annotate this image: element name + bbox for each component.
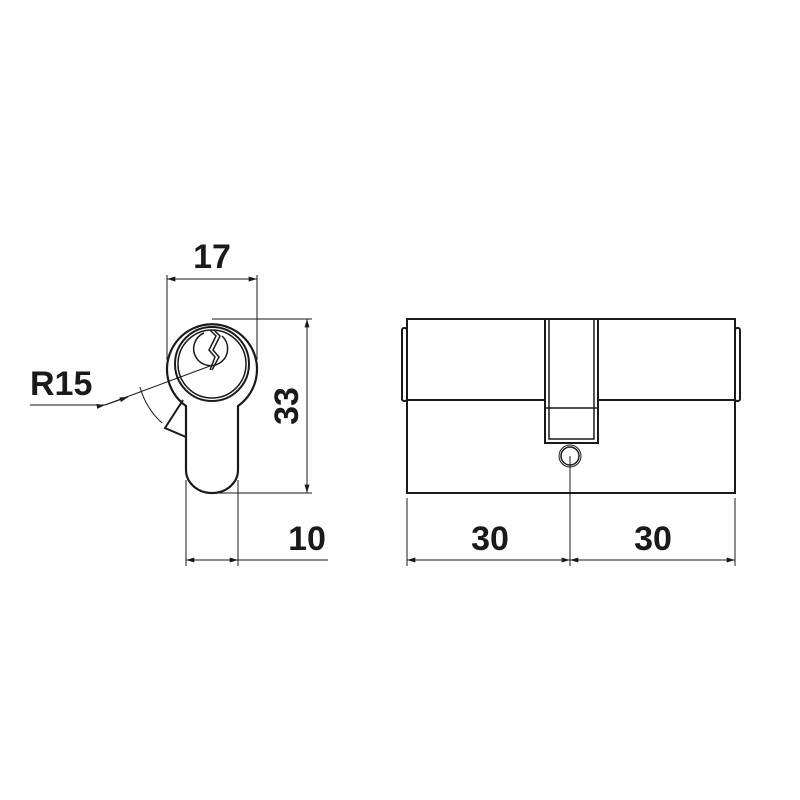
cylinder-profile	[163, 323, 259, 495]
cylinder-front-view	[401, 318, 741, 494]
dimension-width: 17	[166, 238, 258, 360]
cam-slot	[544, 318, 599, 444]
dimension-lengths: 30 30	[406, 456, 736, 566]
dimension-width-label: 17	[193, 238, 231, 276]
dimension-radius-label: R15	[30, 365, 92, 403]
dimension-left-length-label: 30	[471, 520, 509, 558]
dimension-lower-width: 10	[185, 480, 328, 566]
dimension-radius: R15	[30, 365, 211, 424]
dimension-height: 33	[212, 318, 312, 494]
dimension-right-length-label: 30	[634, 520, 672, 558]
dimension-lower-width-label: 10	[288, 520, 326, 558]
dimension-height-label: 33	[268, 387, 306, 425]
